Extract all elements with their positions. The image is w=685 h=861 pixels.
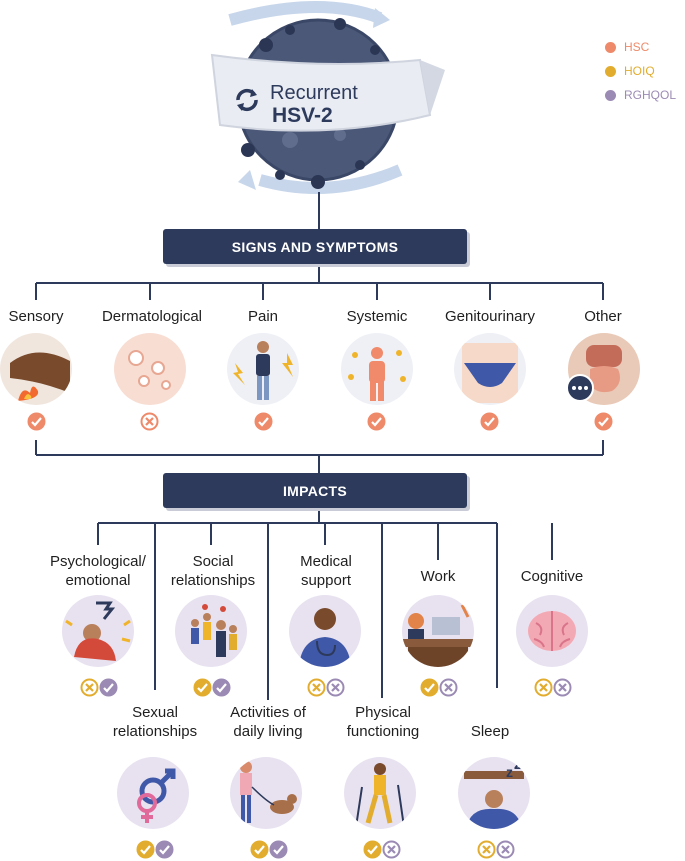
work-illustration — [402, 595, 474, 667]
virus-illustration — [210, 0, 445, 194]
impacts-banner: IMPACTS — [163, 473, 467, 508]
legend-hsc: HSC — [605, 40, 649, 54]
sign-label-systemic: Systemic — [346, 308, 408, 325]
sign-label-pain: Pain — [247, 308, 279, 325]
sign-systemic-hsc-check-icon — [367, 412, 386, 431]
sign-pain-hsc-check-icon — [254, 412, 273, 431]
impact-label-cognitive: Cognitive — [520, 568, 584, 585]
sleep-rghqol-cross-icon — [496, 840, 515, 859]
systemic-illustration — [341, 333, 413, 405]
more-icon — [566, 374, 594, 402]
legend-rghqol-label: RGHQOL — [624, 88, 677, 102]
sleep-hoiq-cross-icon — [477, 840, 496, 859]
title-line2: HSV-2 — [272, 104, 333, 127]
dermatological-illustration — [114, 333, 186, 405]
work-rghqol-cross-icon — [439, 678, 458, 697]
sign-genitourinary-hsc-check-icon — [480, 412, 499, 431]
work-hoiq-check-icon — [420, 678, 439, 697]
legend-rghqol-dot — [605, 89, 616, 101]
psychological-hoiq-cross-icon — [80, 678, 99, 697]
title-line1: Recurrent — [270, 82, 358, 104]
physical-rghqol-cross-icon — [382, 840, 401, 859]
physical-illustration — [344, 757, 416, 829]
legend-hsc-label: HSC — [624, 40, 650, 54]
daily-living-illustration — [230, 757, 302, 829]
sign-label-sensory: Sensory — [8, 308, 64, 325]
legend-hsc-dot — [605, 41, 616, 53]
impact-label-work: Work — [420, 568, 456, 585]
medical-rghqol-cross-icon — [326, 678, 345, 697]
legend-hoiq: HOIQ — [605, 64, 655, 78]
sensory-illustration — [0, 333, 72, 405]
recurrence-icon — [236, 88, 258, 112]
impact-label-physical: Physical functioning — [346, 704, 420, 740]
sign-other-hsc-check-icon — [594, 412, 613, 431]
impact-label-medical: Medical support — [300, 553, 352, 589]
sexual-hoiq-check-icon — [136, 840, 155, 859]
legend-hoiq-label: HOIQ — [624, 64, 655, 78]
social-illustration — [175, 595, 247, 667]
medical-illustration — [289, 595, 361, 667]
sign-label-dermatological: Dermatological — [101, 308, 203, 325]
sexual-rghqol-check-icon — [155, 840, 174, 859]
social-rghqol-check-icon — [212, 678, 231, 697]
cognitive-illustration — [516, 595, 588, 667]
genitourinary-illustration — [454, 333, 526, 405]
svg-text:z: z — [506, 764, 513, 780]
impact-label-psychological: Psychological/ emotional — [50, 553, 146, 589]
medical-hoiq-cross-icon — [307, 678, 326, 697]
impact-label-sexual: Sexual relationships — [112, 704, 198, 740]
physical-hoiq-check-icon — [363, 840, 382, 859]
legend-hoiq-dot — [605, 65, 616, 77]
impact-label-daily-living: Activities of daily living — [230, 704, 306, 740]
social-hoiq-check-icon — [193, 678, 212, 697]
daily-living-hoiq-check-icon — [250, 840, 269, 859]
impact-label-sleep: Sleep — [470, 723, 510, 740]
signs-and-symptoms-banner: SIGNS AND SYMPTOMS — [163, 229, 467, 264]
sign-dermatological-hsc-cross-icon — [140, 412, 159, 431]
sign-label-genitourinary: Genitourinary — [444, 308, 536, 325]
cognitive-hoiq-cross-icon — [534, 678, 553, 697]
cognitive-rghqol-cross-icon — [553, 678, 572, 697]
psychological-illustration — [62, 595, 134, 667]
sign-label-other: Other — [584, 308, 622, 325]
sign-sensory-hsc-check-icon — [27, 412, 46, 431]
sexual-illustration — [117, 757, 189, 829]
daily-living-rghqol-check-icon — [269, 840, 288, 859]
pain-illustration — [227, 333, 299, 405]
legend-rghqol: RGHQOL — [605, 88, 676, 102]
impact-label-social: Social relationships — [170, 553, 256, 589]
psychological-rghqol-check-icon — [99, 678, 118, 697]
